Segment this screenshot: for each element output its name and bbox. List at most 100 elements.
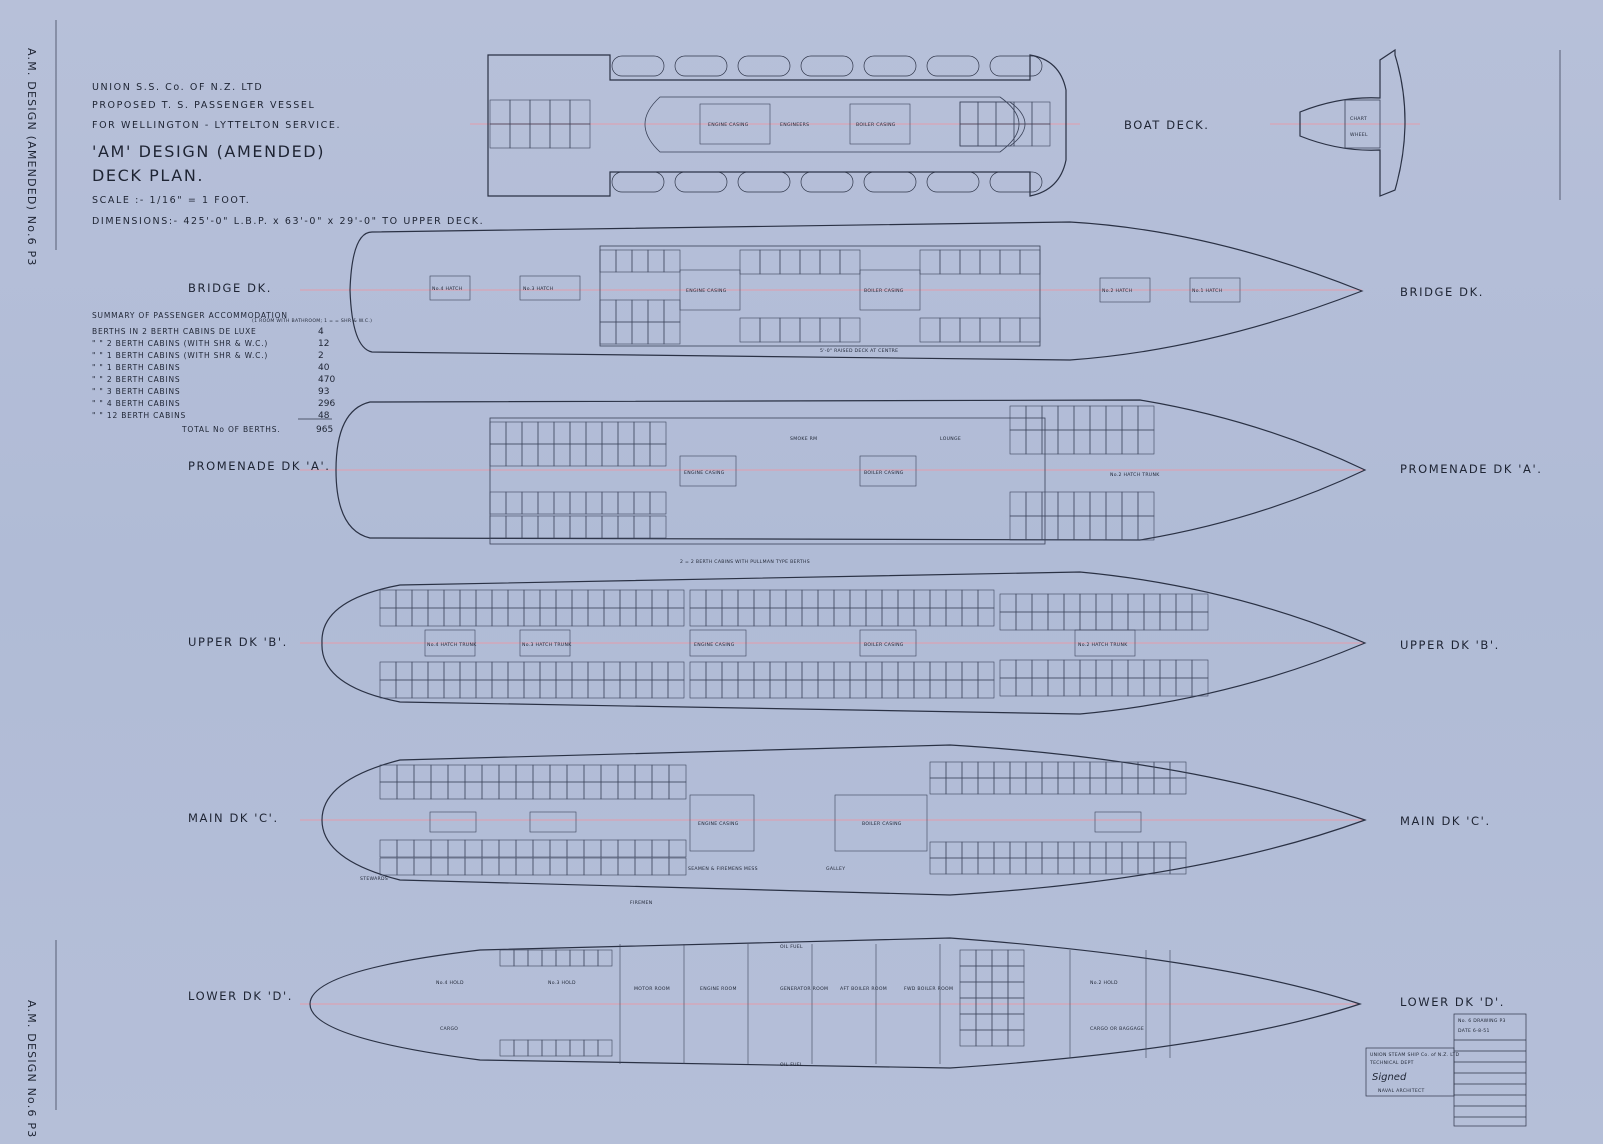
promenade-room-label: BOILER CASING <box>864 470 904 476</box>
cabin-cell <box>507 589 525 609</box>
cabin-cell <box>1057 405 1075 431</box>
cabin-cell <box>555 589 573 609</box>
cabin-cell <box>999 677 1017 697</box>
main-room-label: STEWARDS <box>360 876 388 882</box>
cabin-cell <box>1073 429 1091 455</box>
title-block: UNION S.S. Co. OF N.Z. LTD PROPOSED T. S… <box>92 82 483 227</box>
cabin-cell <box>395 607 413 627</box>
cabin-cell <box>1143 677 1161 697</box>
cabin-cell <box>395 661 413 681</box>
lifeboat <box>989 55 1043 77</box>
lifeboat <box>611 171 665 193</box>
cabin-cell <box>817 679 835 699</box>
cabin-cell <box>939 317 961 343</box>
cabin-cell <box>663 321 681 345</box>
cabin-cell <box>668 781 687 800</box>
summary-row-label: " " 2 BERTH CABINS <box>92 375 180 384</box>
cabin-cell <box>945 777 963 795</box>
cabin-cell <box>464 781 483 800</box>
cabin-cell <box>945 607 963 627</box>
cabin-cell <box>459 679 477 699</box>
main-room-label: FIREMEN <box>630 900 653 906</box>
cabin-cell <box>529 99 551 125</box>
summary-total-label: TOTAL No OF BERTHS. <box>181 425 280 434</box>
cabin-cell <box>663 299 681 323</box>
cabin-cell <box>1041 515 1059 541</box>
cabin-cell <box>1025 429 1043 455</box>
cabin-cell <box>865 589 883 609</box>
cabin-cell <box>977 777 995 795</box>
cabin-cell <box>527 1039 543 1057</box>
cabin-cell <box>689 589 707 609</box>
cabin-cell <box>427 589 445 609</box>
cabin-cell <box>721 679 739 699</box>
cabin-cell <box>601 421 619 445</box>
cabin-cell <box>569 421 587 445</box>
cabin-cell <box>1063 593 1081 613</box>
cabin-cell <box>1009 491 1027 517</box>
cabin-cell <box>553 421 571 445</box>
cabin-cell <box>881 679 899 699</box>
cabin-cell <box>601 443 619 467</box>
cabin-cell <box>430 781 449 800</box>
summary-row-value: 12 <box>318 339 329 349</box>
cabin-cell <box>443 661 461 681</box>
cabin-cell <box>945 679 963 699</box>
cabin-cell <box>1015 677 1033 697</box>
cabin-cell <box>523 679 541 699</box>
cabin-cell <box>521 443 539 467</box>
cabin-cell <box>521 515 539 539</box>
promenade-room-label: SMOKE RM <box>790 436 817 442</box>
cabin-cell <box>1175 611 1193 631</box>
lower-room-label: MOTOR ROOM <box>634 986 670 992</box>
cabin-cell <box>499 1039 515 1057</box>
cabin-cell <box>737 589 755 609</box>
cabin-cell <box>1169 857 1187 875</box>
lifeboat <box>737 55 791 77</box>
cabin-cell <box>801 679 819 699</box>
bridge-note: 5'-0" RAISED DECK AT CENTRE <box>820 348 898 354</box>
cabin-cell <box>1121 777 1139 795</box>
cabin-cell <box>975 949 993 967</box>
cabin-cell <box>521 491 539 515</box>
cabin-cell <box>1191 677 1209 697</box>
cabin-cell <box>1015 659 1033 679</box>
cabin-cell <box>929 857 947 875</box>
cabin-cell <box>945 857 963 875</box>
cabin-cell <box>539 661 557 681</box>
cabin-cell <box>1057 857 1075 875</box>
cabin-cell <box>1007 1029 1025 1047</box>
cabin-cell <box>489 123 511 149</box>
bridge-room-label: BOILER CASING <box>864 288 904 294</box>
cabin-cell <box>1121 405 1139 431</box>
bridge-deck-plan: ENGINE CASING BOILER CASING No.4 HATCH N… <box>188 221 1482 361</box>
cabin-cell <box>959 981 977 999</box>
summary-row-value: 470 <box>318 375 335 385</box>
cabin-cell <box>532 764 551 783</box>
cabin-cell <box>1153 841 1171 859</box>
cabin-cell <box>553 491 571 515</box>
cabin-cell <box>1089 515 1107 541</box>
scale-text: SCALE :- 1/16" = 1 FOOT. <box>92 195 250 206</box>
cabin-cell <box>705 589 723 609</box>
cabin-cell <box>475 607 493 627</box>
cabin-cell <box>411 661 429 681</box>
cabin-cell <box>505 515 523 539</box>
cabin-cell <box>1009 429 1027 455</box>
cabin-cell <box>1015 611 1033 631</box>
cabin-cell <box>569 443 587 467</box>
bridge-room-label: No.2 HATCH <box>1102 288 1132 294</box>
cabin-cell <box>1095 593 1113 613</box>
cabin-cell <box>1089 429 1107 455</box>
cabin-cell <box>849 679 867 699</box>
cabin-cell <box>929 679 947 699</box>
cabin-cell <box>1025 761 1043 779</box>
cabin-cell <box>447 781 466 800</box>
cabin-cell <box>1095 611 1113 631</box>
cabin-cell <box>427 607 445 627</box>
cabin-cell <box>379 764 398 783</box>
boat-room-label: BOILER CASING <box>856 122 896 128</box>
cabin-cell <box>1009 777 1027 795</box>
cabin-cell <box>649 515 667 539</box>
lower-room-label: CARGO OR BAGGAGE <box>1090 1026 1144 1032</box>
